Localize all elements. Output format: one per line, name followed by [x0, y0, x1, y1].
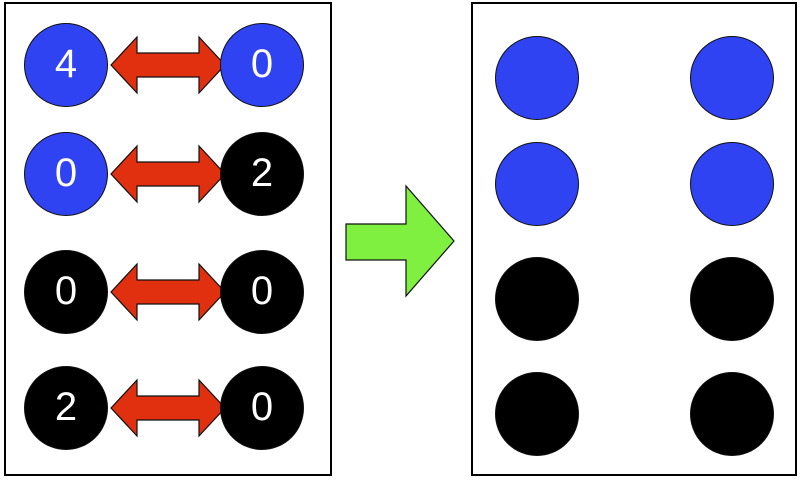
right-panel — [471, 2, 797, 476]
double-arrow-icon — [110, 378, 226, 438]
right-row-0-right-circle — [690, 36, 774, 120]
right-row-3-right-circle — [690, 372, 774, 456]
left-row-1-right-circle: 2 — [220, 132, 304, 216]
left-row-2-right-circle: 0 — [220, 250, 304, 334]
right-row-2-right-circle — [690, 257, 774, 341]
double-arrow-icon — [110, 35, 226, 95]
right-row-1-right-circle — [690, 142, 774, 226]
right-row-1-left-circle — [495, 142, 579, 226]
right-row-3-left-circle — [495, 372, 579, 456]
right-arrow-icon — [345, 184, 455, 298]
left-panel: 4 0 0 2 0 0 2 0 — [4, 2, 332, 476]
double-arrow-icon — [110, 144, 226, 204]
left-row-0-left-circle: 4 — [24, 23, 108, 107]
right-row-0-left-circle — [495, 36, 579, 120]
left-row-3-right-circle: 0 — [220, 366, 304, 450]
left-row-1-left-circle: 0 — [24, 132, 108, 216]
left-row-2-left-circle: 0 — [24, 250, 108, 334]
left-row-0-right-circle: 0 — [220, 23, 304, 107]
right-row-2-left-circle — [495, 257, 579, 341]
double-arrow-icon — [110, 262, 226, 322]
left-row-3-left-circle: 2 — [24, 366, 108, 450]
